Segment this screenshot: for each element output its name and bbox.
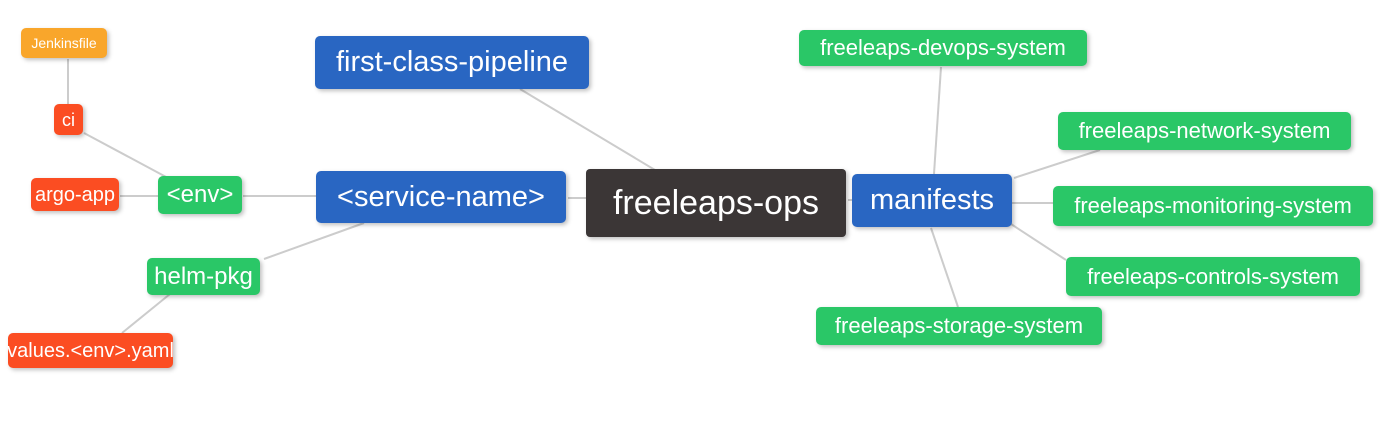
node-helm-pkg[interactable]: helm-pkg [147,258,260,295]
edge-manifests-storage-system [930,227,959,308]
node-service-name[interactable]: <service-name> [316,171,566,223]
node-freeleaps-network-system[interactable]: freeleaps-network-system [1058,112,1351,150]
node-jenkinsfile[interactable]: Jenkinsfile [21,28,107,58]
edge-service-name-helm-pkg [263,222,365,260]
edge-manifests-controls-system [1010,223,1067,261]
node-freeleaps-ops-root[interactable]: freeleaps-ops [586,169,846,237]
edge-first-class-pipeline-ops [519,88,656,171]
node-env[interactable]: <env> [158,176,242,214]
node-freeleaps-storage-system[interactable]: freeleaps-storage-system [816,307,1102,345]
node-argo-app[interactable]: argo-app [31,178,119,211]
node-freeleaps-controls-system[interactable]: freeleaps-controls-system [1066,257,1360,296]
edge-helm-pkg-values-env-yaml [121,293,171,334]
node-values-env-yaml[interactable]: values.<env>.yaml [7,333,174,368]
edge-manifests-network-system [1013,149,1101,179]
node-first-class-pipeline[interactable]: first-class-pipeline [315,36,589,89]
node-freeleaps-monitoring-system[interactable]: freeleaps-monitoring-system [1053,186,1373,226]
node-freeleaps-devops-system[interactable]: freeleaps-devops-system [799,30,1087,66]
node-manifests[interactable]: manifests [852,174,1012,227]
edge-ci-env [83,132,169,179]
edge-manifests-devops-system [933,66,942,175]
node-ci[interactable]: ci [54,104,83,135]
